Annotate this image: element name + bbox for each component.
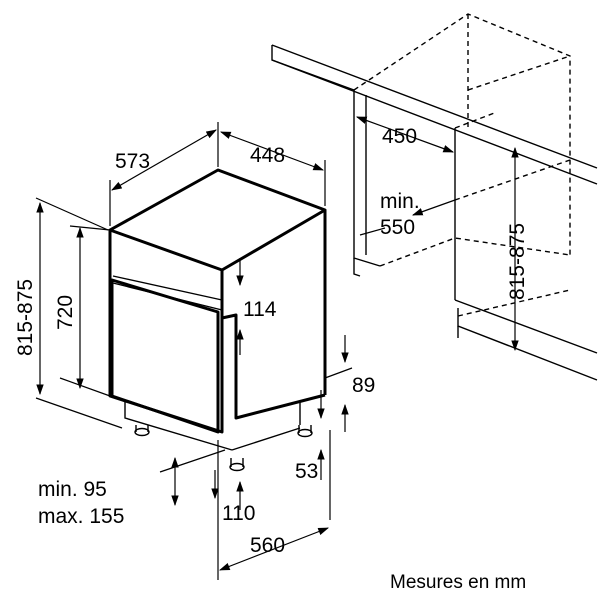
dim-width-label: 448 [250,144,285,167]
dim-niche-width-label: 450 [382,125,417,148]
dim-door-gap-label: 114 [243,298,277,321]
niche-outline [271,13,598,381]
dim-depth-560-label: 560 [250,534,285,557]
dishwasher-body [108,168,327,472]
dim-height-range-label: 815-875 [14,279,37,356]
dim-depth-label: 573 [115,150,150,173]
dim-plinth-53-label: 53 [295,460,318,483]
dim-niche-depth-min-label: min. [380,190,420,213]
dim-foot-max-label: max. 155 [38,505,124,528]
dim-niche-height-label: 815-875 [506,223,529,300]
dim-plinth-89-label: 89 [352,374,375,397]
dim-foot-min-label: min. 95 [38,478,107,501]
units-note: Mesures en mm [390,572,526,593]
dim-niche-depth-value: 550 [380,216,415,239]
dim-body-height-label: 720 [54,295,77,330]
dim-foot-110-label: 110 [222,502,255,525]
dimension-lines [35,116,519,580]
